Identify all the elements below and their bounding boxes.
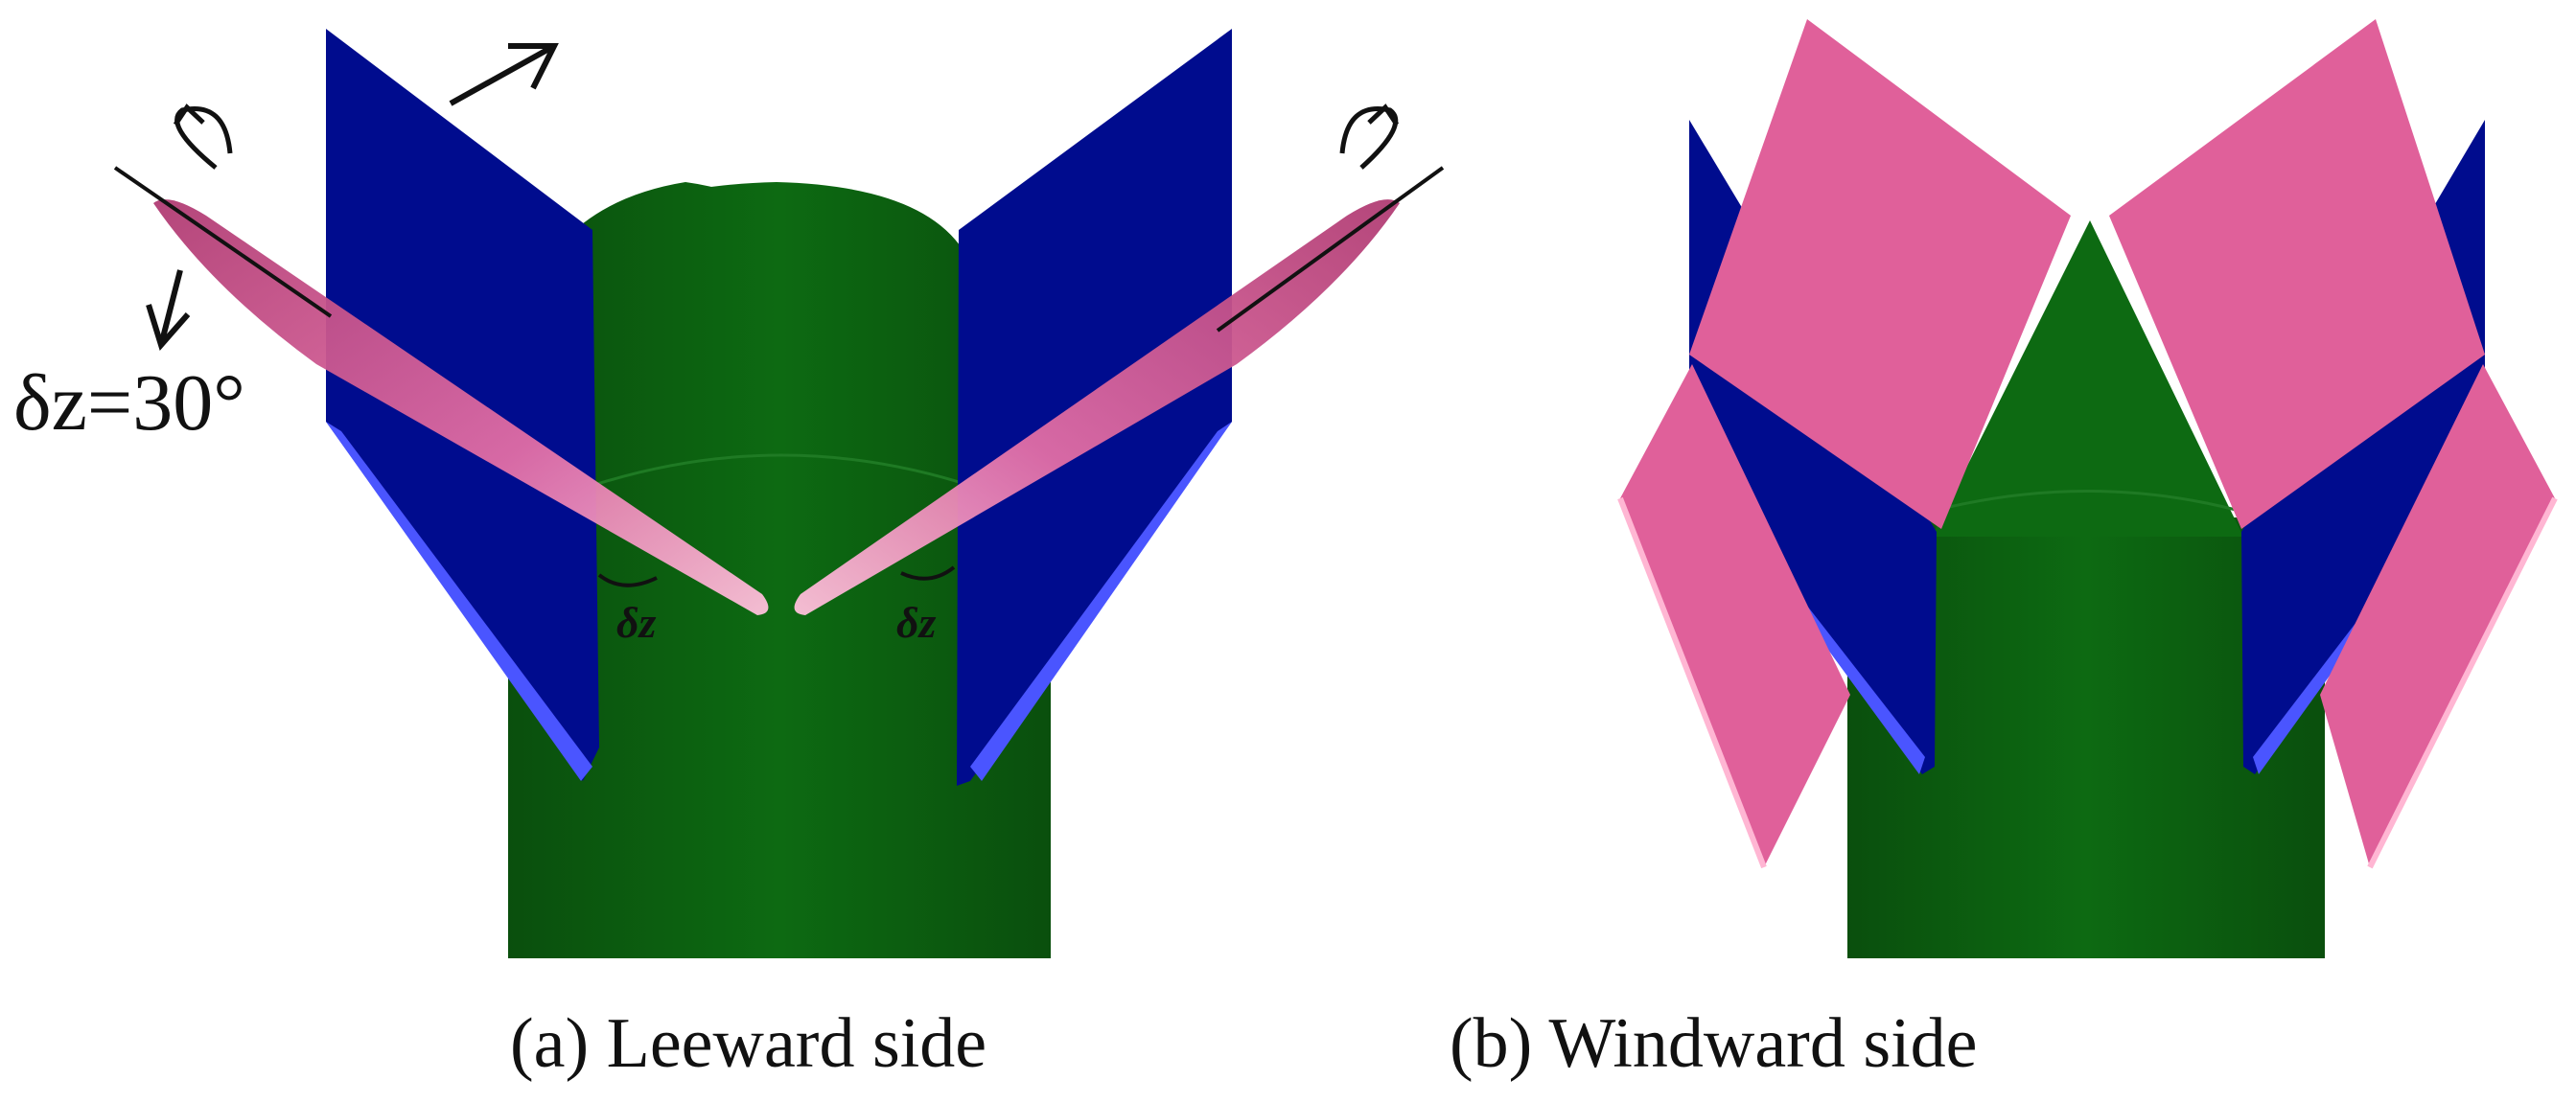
left-rudder-a: [153, 199, 769, 616]
rudder-motion-arrow-icon: [146, 269, 191, 352]
right-fin-edge-a: [970, 422, 1232, 781]
right-lower-rudder-b: [2320, 364, 2555, 867]
left-upper-rudder-b: [1689, 19, 2071, 529]
right-upper-rudder-b: [2109, 19, 2485, 529]
fin-motion-arrow-icon: [449, 43, 559, 106]
right-rudder-a: [794, 199, 1400, 616]
missile-body-dome-a: [508, 182, 1051, 958]
left-lower-rudder-edge-b: [1617, 496, 1767, 869]
angle-arc-right: [900, 565, 956, 581]
caption-panel-b: (b) Windward side: [1450, 1004, 1978, 1083]
left-fin-edge-a: [326, 422, 592, 781]
angle-symbol-right: δz: [896, 598, 937, 647]
left-lower-rudder-b: [1620, 364, 1850, 867]
angle-arc-left: [597, 573, 658, 587]
panel-a-leeward: δz=30° δz δz (a) Leeward side: [13, 29, 1445, 1083]
angle-symbol-left: δz: [616, 598, 657, 647]
right-lower-rudder-edge-b: [2367, 496, 2558, 869]
right-hinge-axis-a: [1216, 166, 1445, 333]
rotation-arrow-right-icon: [1339, 103, 1400, 170]
missile-nose-b: [1932, 220, 2243, 537]
panel-b-windward: (b) Windward side: [1450, 19, 2558, 1083]
rotation-arrow-left-icon: [173, 103, 233, 170]
deflection-value-label: δz=30°: [13, 358, 245, 448]
left-hinge-axis-a: [113, 166, 333, 318]
body-section-line-a: [555, 453, 1008, 500]
caption-panel-a: (a) Leeward side: [510, 1004, 986, 1083]
